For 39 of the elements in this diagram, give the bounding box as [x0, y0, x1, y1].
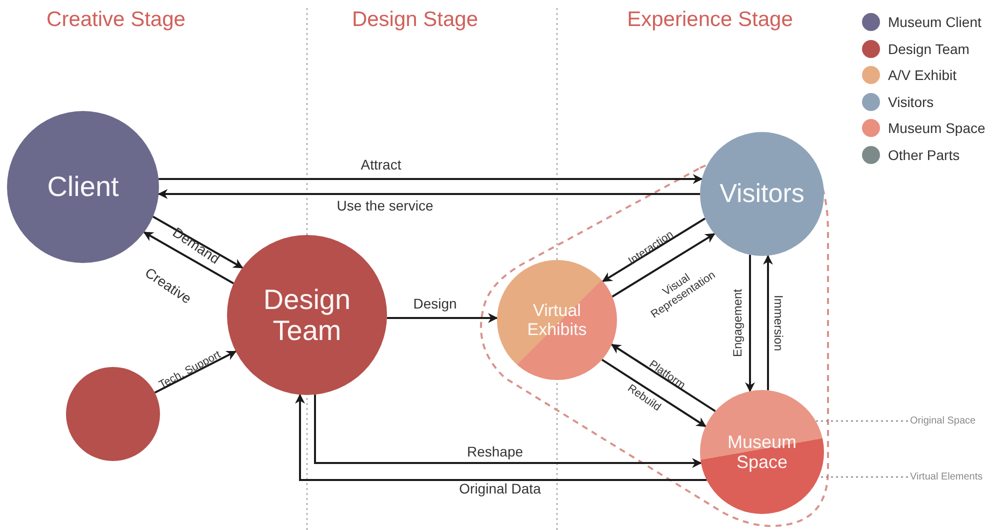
arrow: [314, 394, 702, 468]
node-label: Visitors: [720, 179, 804, 209]
legend-label: Other Parts: [888, 147, 960, 163]
arrow: [154, 350, 237, 394]
node-label: Virtual Exhibits: [526, 300, 588, 340]
annotation-text: Virtual Elements: [910, 472, 983, 482]
edge-label: Immersion: [771, 295, 785, 351]
arrow: [745, 254, 755, 392]
arrow: [612, 232, 716, 298]
arrow: [602, 218, 706, 282]
arrow: [386, 313, 498, 323]
edge-label: Reshape: [466, 444, 524, 460]
legend-label: Visitors: [888, 94, 934, 110]
annotation-text: Original Space: [910, 416, 976, 426]
legend-label: Museum Client: [888, 14, 982, 30]
arrow: [143, 231, 234, 284]
stage-heading: Experience Stage: [627, 8, 793, 32]
edge-label: Original Data: [459, 481, 541, 497]
legend-label: Design Team: [888, 40, 970, 57]
arrow: [601, 358, 706, 428]
arrow: [158, 189, 700, 199]
legend-label: Museum Space: [888, 120, 986, 136]
node-label: Museum Space: [726, 432, 798, 472]
stage-heading: Creative Stage: [46, 8, 186, 32]
node-label: Client: [47, 171, 119, 203]
arrow: [610, 344, 716, 412]
leader-line: [818, 476, 908, 478]
edge-label: Engagement: [731, 288, 745, 358]
node-label: Design Team: [262, 284, 352, 346]
edge-label: Design: [413, 296, 457, 312]
leader-line: [816, 420, 908, 422]
arrow: [158, 174, 703, 184]
arrow: [295, 394, 707, 481]
edge-label: Attract: [360, 157, 402, 173]
legend-label: A/V Exhibit: [888, 67, 956, 84]
edge-label: Use the service: [336, 198, 434, 214]
arrow: [152, 216, 244, 269]
stage-heading: Design Stage: [352, 8, 478, 32]
arrow: [763, 254, 773, 390]
